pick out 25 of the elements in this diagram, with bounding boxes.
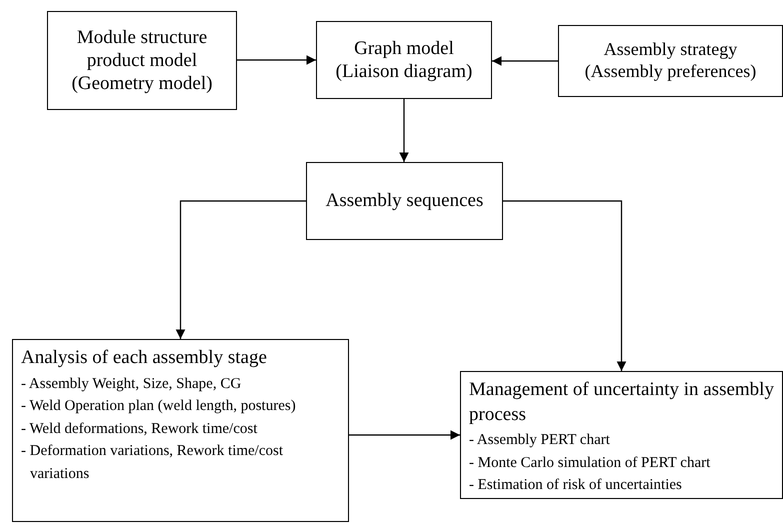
list-item: - Assembly Weight, Size, Shape, CG (21, 374, 242, 394)
box-label: Graph model (Liaison diagram) (334, 36, 474, 84)
list-item: - Estimation of risk of uncertainties (469, 476, 682, 496)
box-label: Assembly strategy (Assembly preferences) (584, 39, 758, 83)
arrow (503, 200, 626, 371)
box-label: Assembly sequences (326, 189, 484, 213)
arrow (237, 55, 316, 65)
description-box (12, 339, 349, 522)
arrow (349, 430, 460, 440)
box-heading: Analysis of each assembly stage (21, 346, 267, 370)
arrow (399, 99, 409, 162)
list-item: - Assembly PERT chart (469, 431, 610, 450)
list-item: - Weld deformations, Rework time/cost (21, 420, 258, 439)
process-box (316, 21, 492, 99)
arrow (492, 56, 558, 66)
process-box (306, 162, 503, 240)
list-item: - Weld Operation plan (weld length, postures) (21, 397, 296, 416)
box-label: Module structure product model (Geometry model) (70, 26, 214, 96)
process-box (47, 11, 237, 110)
process-box (558, 25, 783, 97)
description-box (460, 371, 783, 499)
arrow (176, 200, 306, 339)
list-item: - Monte Carlo simulation of PERT chart (469, 454, 710, 473)
box-heading: Management of uncertainty in assembly process (469, 378, 774, 427)
list-item: - Deformation variations, Rework time/cost variations (21, 442, 284, 484)
